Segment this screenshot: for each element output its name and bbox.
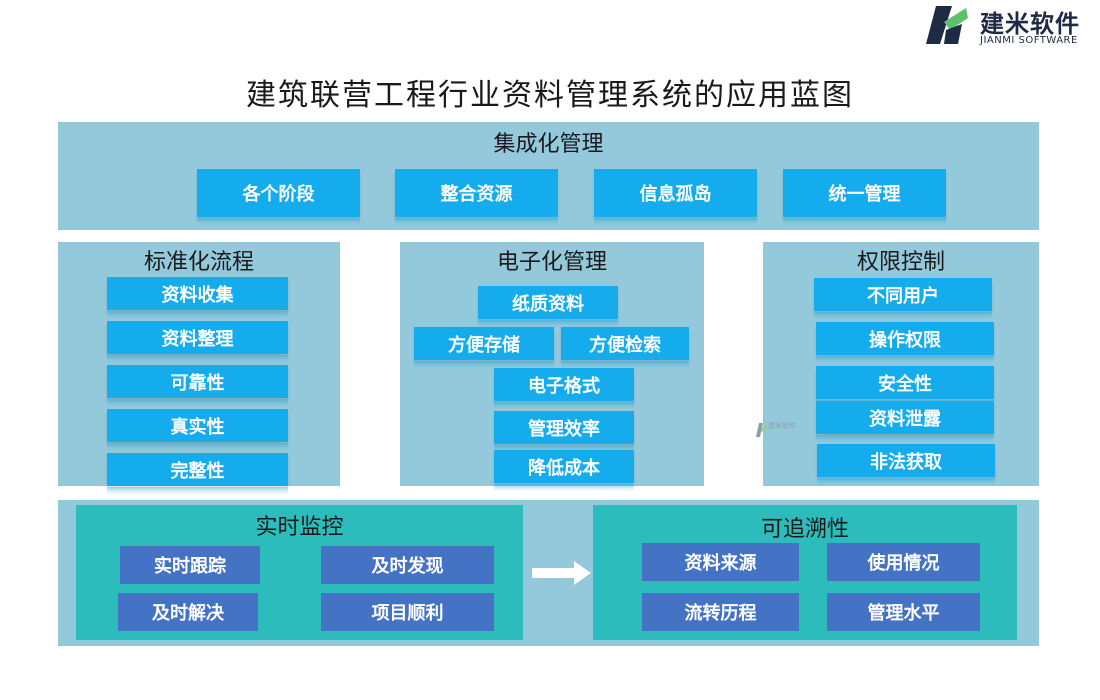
standardization-item: 真实性: [107, 409, 288, 451]
electronic-title: 电子化管理: [496, 250, 607, 275]
traceability-panel: 可追溯性 资料来源 使用情况 流转历程 管理水平: [593, 505, 1017, 640]
electronic-item: 电子格式: [494, 368, 634, 410]
logo-name-cn: 建米软件: [980, 10, 1080, 38]
monitoring-item: 项目顺利: [321, 593, 494, 631]
monitoring-item: 实时跟踪: [120, 546, 260, 584]
watermark-logo-icon: [756, 423, 767, 437]
page-title: 建筑联营工程行业资料管理系统的应用蓝图: [246, 78, 854, 113]
integration-title: 集成化管理: [493, 132, 604, 157]
standardization-item: 资料收集: [107, 277, 288, 319]
integration-item: 信息孤岛: [594, 169, 757, 226]
permission-item: 非法获取: [817, 444, 995, 486]
watermark: 建米软件: [756, 421, 816, 439]
integration-item: 各个阶段: [197, 169, 360, 226]
electronic-item: 管理效率: [494, 411, 634, 453]
monitoring-item: 及时解决: [118, 593, 258, 631]
monitoring-panel: 实时监控 实时跟踪 及时发现 及时解决 项目顺利: [76, 505, 523, 640]
standardization-panel: 标准化流程 资料收集 资料整理 可靠性 真实性 完整性: [58, 242, 340, 495]
electronic-item: 方便存储: [414, 327, 554, 369]
permission-item: 操作权限: [816, 322, 994, 364]
integration-item: 统一管理: [783, 169, 946, 226]
standardization-title: 标准化流程: [143, 250, 254, 275]
electronic-panel: 电子化管理 纸质资料 方便存储 方便检索 电子格式 管理效率 降低成本: [400, 242, 704, 492]
permission-item: 资料泄露: [816, 401, 994, 443]
right-arrow-icon: [532, 561, 591, 585]
logo-name-en: JIANMI SOFTWARE: [980, 35, 1078, 46]
integration-item: 整合资源: [395, 169, 558, 226]
electronic-item: 降低成本: [494, 450, 634, 492]
standardization-item: 资料整理: [107, 321, 288, 363]
permission-panel: 权限控制 不同用户 操作权限 安全性 资料泄露 非法获取: [763, 242, 1039, 486]
brand-logo: 建米软件 JIANMI SOFTWARE: [922, 4, 1100, 50]
permission-item: 不同用户: [814, 278, 992, 320]
traceability-item: 管理水平: [827, 593, 980, 631]
traceability-item: 资料来源: [642, 543, 799, 581]
permission-title: 权限控制: [856, 250, 945, 275]
standardization-item: 完整性: [107, 453, 288, 495]
integration-panel: 集成化管理 各个阶段 整合资源 信息孤岛 统一管理: [58, 122, 1039, 230]
electronic-item: 纸质资料: [478, 286, 618, 328]
monitoring-item: 及时发现: [321, 546, 494, 584]
permission-item: 安全性: [816, 366, 994, 408]
traceability-item: 流转历程: [642, 593, 799, 631]
watermark-text: 建米软件: [768, 422, 796, 430]
traceability-title: 可追溯性: [760, 517, 849, 542]
standardization-item: 可靠性: [107, 365, 288, 407]
monitoring-title: 实时监控: [255, 515, 344, 540]
logo-mark-icon: [926, 6, 968, 44]
electronic-item: 方便检索: [561, 327, 689, 369]
traceability-item: 使用情况: [827, 543, 980, 581]
